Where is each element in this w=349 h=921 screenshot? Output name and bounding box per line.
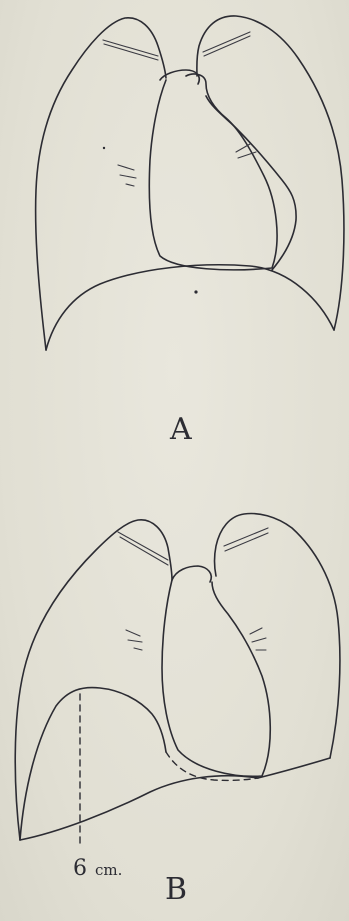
- figure-a-right-lung-base: [46, 265, 334, 350]
- figure-b-drawing: [15, 514, 340, 848]
- figure-b-right-clavicle: [118, 532, 168, 565]
- figure-b-label: B: [165, 872, 187, 907]
- measurement-unit: cm.: [95, 861, 122, 879]
- figure-b-hilar-left: [250, 628, 266, 650]
- figure-a-left-lung: [197, 16, 344, 330]
- figure-a-drawing: [36, 16, 344, 350]
- figure-a-dot-2: [194, 290, 197, 293]
- figure-b-base-line: [20, 776, 258, 840]
- measurement-value: 6: [73, 856, 87, 881]
- figure-b-hilar-right: [126, 630, 142, 650]
- figure-a-dot-1: [103, 147, 105, 149]
- figure-b-left-clavicle: [224, 528, 268, 551]
- figure-a-left-lung-inner: [206, 96, 296, 270]
- figure-a-heart: [149, 74, 277, 270]
- figure-b-left-lung: [215, 514, 340, 758]
- figure-b-measurement: 6 cm.: [73, 858, 122, 880]
- figure-b-left-lung-base: [258, 758, 330, 778]
- figure-b-trachea: [172, 566, 211, 582]
- figure-b-heart: [162, 580, 270, 776]
- figure-a-left-clavicle: [203, 32, 250, 56]
- figure-a-right-lung: [36, 18, 166, 350]
- figure-a-label: A: [170, 412, 192, 447]
- figure-a-hilar-right: [118, 165, 136, 186]
- figure-a-right-clavicle: [103, 40, 158, 60]
